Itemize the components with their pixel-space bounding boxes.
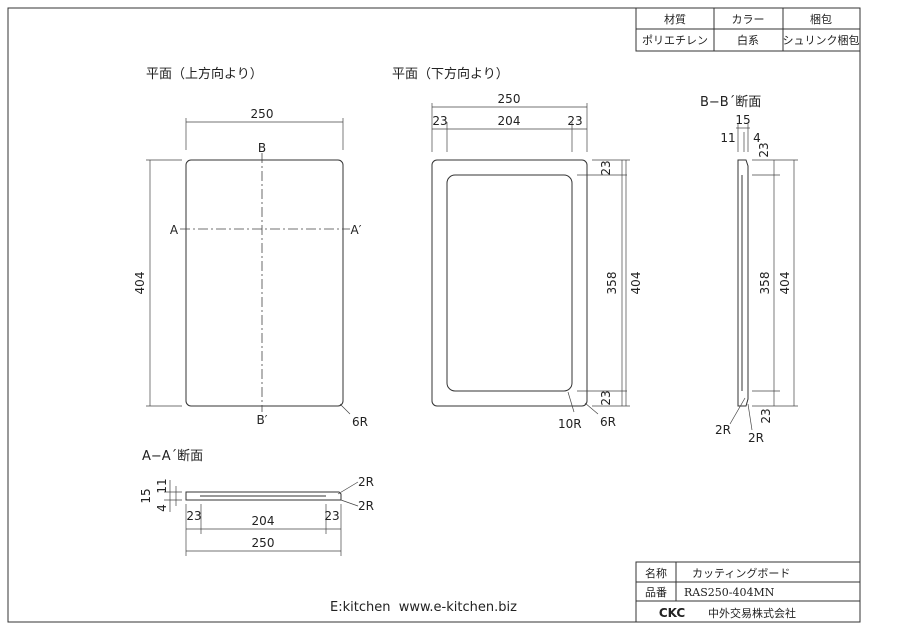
section-bb-h-mid: 358 xyxy=(758,272,772,295)
title-block-logo: CKC xyxy=(659,606,686,620)
bottom-view-radius-outer: 6R xyxy=(600,415,616,429)
spec-header-packing: 梱包 xyxy=(810,12,832,26)
spec-header-material: 材質 xyxy=(664,12,686,26)
bottom-view-recess xyxy=(446,174,573,392)
top-view-label-b: B xyxy=(258,141,266,155)
top-view: 平面（上方向より） 250 404 B B′ A A′ 6R xyxy=(133,66,368,429)
title-block-company: 中外交易株式会社 xyxy=(708,606,796,620)
top-view-board xyxy=(185,159,344,407)
bottom-view: 平面（下方向より） 250 23 204 23 23 358 404 23 10… xyxy=(392,66,643,431)
title-block: 名称 カッティングボード 品番 RAS250-404MN CKC 中外交易株式会… xyxy=(635,561,861,623)
top-view-height-dim: 404 xyxy=(133,272,147,295)
section-bb-t-total: 15 xyxy=(735,113,750,127)
bottom-view-width-dim: 250 xyxy=(498,92,521,106)
bottom-view-w-right-dim: 23 xyxy=(567,114,582,128)
section-bb-title: B−B´断面 xyxy=(700,95,761,110)
title-block-code-label: 品番 xyxy=(645,586,667,599)
section-bb-radius-1: 2R xyxy=(715,423,731,437)
top-view-label-b2: B′ xyxy=(257,413,268,427)
section-bb-t-b: 4 xyxy=(753,131,761,145)
section-aa-radius-1: 2R xyxy=(358,475,374,489)
bottom-view-radius-inner: 10R xyxy=(558,417,582,431)
spec-value-packing: シュリンク梱包 xyxy=(783,33,860,47)
section-aa-t-b: 4 xyxy=(155,504,169,512)
section-aa-w-mid: 204 xyxy=(252,514,275,528)
title-block-name-label: 名称 xyxy=(645,566,667,580)
top-view-label-a2: A′ xyxy=(351,223,362,237)
bottom-view-h-mid-dim: 358 xyxy=(605,272,619,295)
section-aa-title: A−A´断面 xyxy=(142,449,203,464)
section-bb-profile xyxy=(737,159,749,407)
bottom-view-h-total-dim: 404 xyxy=(629,272,643,295)
spec-header-color: カラー xyxy=(732,13,765,26)
section-aa-t-total: 15 xyxy=(139,488,153,503)
section-aa-width: 250 xyxy=(252,536,275,550)
sheet-border xyxy=(7,7,861,623)
spec-value-material: ポリエチレン xyxy=(642,34,708,47)
section-aa-view: A−A´断面 15 11 4 2R 2R 23 204 23 250 xyxy=(139,449,374,556)
title-block-name-value: カッティングボード xyxy=(692,566,790,580)
section-bb-view: B−B´断面 15 11 4 23 358 404 23 2R 2R xyxy=(700,95,798,445)
top-view-radius: 6R xyxy=(352,415,368,429)
spec-value-color: 白系 xyxy=(737,33,759,47)
section-bb-t-a: 11 xyxy=(720,131,735,145)
bottom-view-board xyxy=(431,159,588,407)
section-bb-h-top: 23 xyxy=(757,142,771,157)
spec-table: 材質 カラー 梱包 ポリエチレン 白系 シュリンク梱包 xyxy=(635,7,861,52)
top-view-label-a: A xyxy=(170,223,179,237)
section-aa-profile xyxy=(185,491,342,501)
top-view-width-dim: 250 xyxy=(251,107,274,121)
bottom-view-title: 平面（下方向より） xyxy=(392,66,509,82)
bottom-view-h-bottom-dim: 23 xyxy=(599,390,613,405)
bottom-view-h-top-dim: 23 xyxy=(599,160,613,175)
bottom-view-w-mid-dim: 204 xyxy=(498,114,521,128)
section-bb-h-bottom: 23 xyxy=(759,408,773,423)
title-block-code-value: RAS250-404MN xyxy=(684,586,775,599)
section-bb-radius-2: 2R xyxy=(748,431,764,445)
section-aa-w-left: 23 xyxy=(186,509,201,523)
section-bb-h-total: 404 xyxy=(778,272,792,295)
footer-website: E:kitchen www.e-kitchen.biz xyxy=(330,600,517,615)
bottom-view-w-left-dim: 23 xyxy=(432,114,447,128)
section-aa-radius-2: 2R xyxy=(358,499,374,513)
top-view-title: 平面（上方向より） xyxy=(146,66,263,82)
section-aa-w-right: 23 xyxy=(324,509,339,523)
section-aa-t-a: 11 xyxy=(155,478,169,493)
